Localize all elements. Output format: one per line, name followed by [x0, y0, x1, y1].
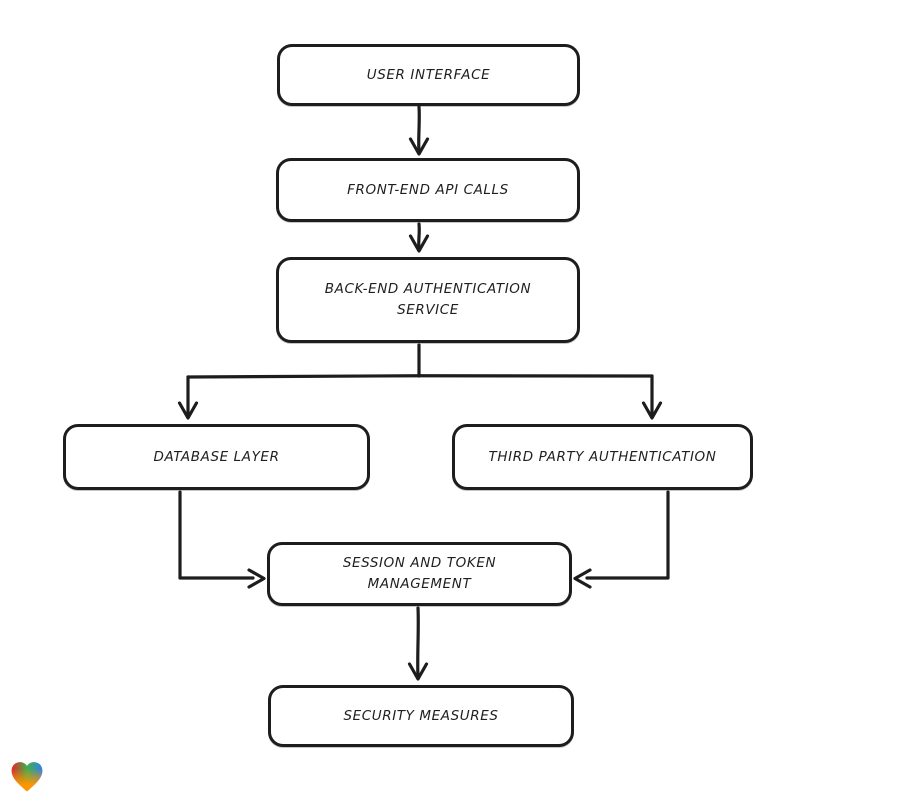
arrowhead-left-icon [573, 568, 592, 589]
edge-back-end-split [177, 343, 663, 420]
node-user-interface[interactable]: USER INTERFACE [277, 44, 580, 106]
node-label: BACK-END AUTHENTICATION SERVICE [324, 281, 532, 318]
node-security-measures[interactable]: SECURITY MEASURES [268, 685, 574, 747]
node-label: THIRD PARTY AUTHENTICATION [488, 448, 717, 465]
arrowhead-down-icon [408, 234, 430, 253]
arrowhead-down-icon [408, 137, 430, 156]
edge-database-to-session [178, 490, 266, 589]
node-label: SECURITY MEASURES [343, 707, 499, 724]
edge-third-party-to-session [573, 490, 670, 589]
node-label: DATABASE LAYER [153, 448, 280, 465]
arrowhead-down-icon [641, 401, 663, 420]
node-database-layer[interactable]: DATABASE LAYER [63, 424, 370, 490]
eraser-heart-logo[interactable] [10, 761, 44, 793]
edge-user-interface-to-front-end [408, 105, 430, 156]
arrowhead-down-icon [407, 662, 429, 681]
node-session-and-token-management[interactable]: SESSION AND TOKEN MANAGEMENT [267, 542, 572, 606]
arrowhead-down-icon [177, 401, 199, 420]
node-third-party-authentication[interactable]: THIRD PARTY AUTHENTICATION [452, 424, 753, 490]
node-label: FRONT-END API CALLS [347, 181, 509, 198]
node-label: SESSION AND TOKEN MANAGEMENT [342, 555, 497, 592]
edge-front-end-to-back-end [408, 222, 430, 253]
arrowhead-right-icon [247, 568, 266, 589]
node-back-end-authentication-service[interactable]: BACK-END AUTHENTICATION SERVICE [276, 257, 580, 343]
heart-shape-overlay [11, 762, 43, 792]
node-front-end-api-calls[interactable]: FRONT-END API CALLS [276, 158, 580, 222]
edge-session-to-security [407, 606, 429, 681]
node-label: USER INTERFACE [366, 66, 491, 83]
